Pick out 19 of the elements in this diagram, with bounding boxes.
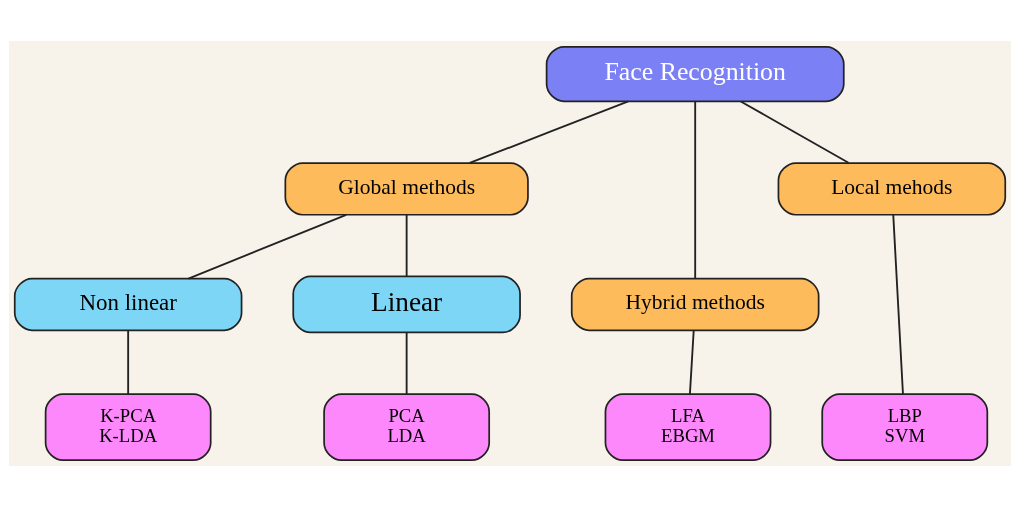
connector [405,213,408,277]
connector [187,213,347,280]
node-box: Hybrid methods [570,277,819,331]
node-box: LFA EBGM [604,392,771,461]
node-box: K-PCA K-LDA [44,392,212,461]
connector [739,100,849,164]
connector [468,100,629,164]
node-box: Local mehods [777,161,1006,216]
connector [126,329,129,395]
node-box: Face Recognition [545,45,845,102]
connector [693,99,696,279]
connector [688,329,695,395]
connector [891,213,904,395]
node-box: PCA LDA [322,392,490,461]
node-box: Linear [291,275,521,333]
node-box: Global methods [283,161,529,216]
connector [405,331,408,395]
node-box: LBP SVM [820,392,988,461]
node-box: Non linear [13,277,242,331]
